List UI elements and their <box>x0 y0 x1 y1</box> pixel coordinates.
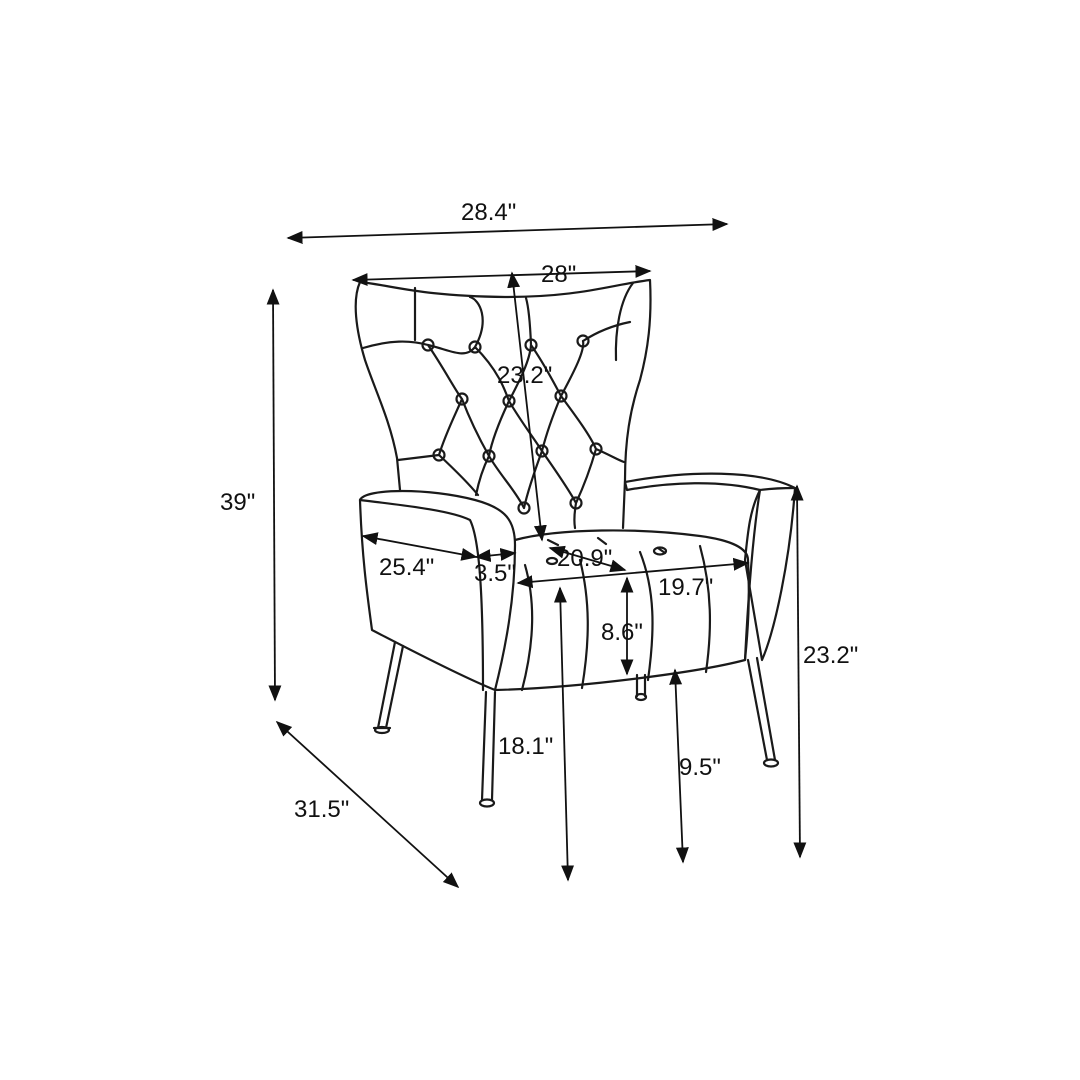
right-arm <box>623 472 797 662</box>
leg-front-left <box>372 640 405 730</box>
label-seat-width-front: 19.7" <box>658 574 713 601</box>
dim-line-seat-width-front <box>516 557 750 589</box>
label-leg-height: 9.5" <box>679 754 721 781</box>
label-arm-height: 23.2" <box>803 642 858 669</box>
dim-line-overall-height <box>266 288 282 702</box>
leg-foot <box>634 692 648 702</box>
label-overall-height: 39" <box>220 489 255 516</box>
label-seat-width-back: 20.9" <box>557 545 612 572</box>
dim-line-overall-depth <box>275 720 460 889</box>
dim-line-arm-width <box>474 548 517 562</box>
left-arm <box>358 489 517 692</box>
seat-seams <box>520 544 712 692</box>
seat-cushion <box>493 529 750 692</box>
leg-foot <box>373 725 391 735</box>
dim-line-arm-height <box>790 484 807 859</box>
leg-front-right <box>480 690 497 802</box>
seat-button <box>652 546 668 556</box>
label-seat-depth: 25.4" <box>379 554 434 581</box>
leg-foot <box>762 758 780 768</box>
label-arm-width: 3.5" <box>474 560 516 587</box>
dim-line-back-width <box>351 264 652 287</box>
dim-line-back-height <box>507 271 547 542</box>
back-side-seam <box>614 281 635 362</box>
armchair-illustration <box>354 278 797 808</box>
dim-line-seat-height <box>553 586 575 882</box>
label-seat-thickness: 8.6" <box>601 619 643 646</box>
leg-foot <box>478 798 496 808</box>
seat-tufts <box>546 536 667 555</box>
leg-back-middle <box>635 673 647 698</box>
label-overall-width: 28.4" <box>461 199 516 226</box>
left-arm-top <box>358 498 485 692</box>
label-overall-depth: 31.5" <box>294 796 349 823</box>
label-back-width: 28" <box>541 261 576 288</box>
seat-button <box>545 556 559 566</box>
dim-line-seat-depth <box>361 532 478 561</box>
dim-line-overall-width <box>286 217 729 245</box>
dim-line-leg-height <box>669 668 689 864</box>
dimension-labels: 28.4" 28" 39" 23.2" 25.4" 3.5" 20.9" 19.… <box>220 199 858 823</box>
label-seat-height: 18.1" <box>498 733 553 760</box>
leg-back-right <box>746 656 777 762</box>
dimension-lines <box>266 217 807 889</box>
label-back-height: 23.2" <box>497 362 552 389</box>
